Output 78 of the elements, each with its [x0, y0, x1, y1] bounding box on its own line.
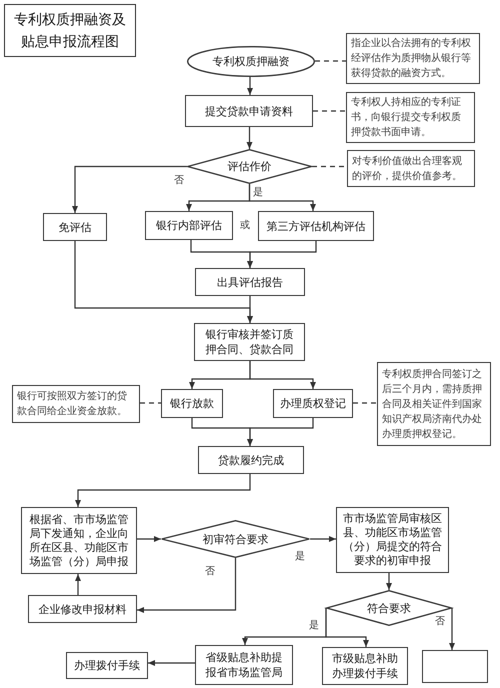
arrow: [72, 166, 187, 213]
decision-text: 初审符合要求: [202, 532, 268, 546]
process-box: [43, 213, 107, 241]
step-text: 第三方评估机构评估: [266, 218, 366, 234]
annotation-text: 或: [239, 220, 251, 232]
note-text: 对专利价值做出合理客观的评价，提供价值参考。: [352, 154, 463, 184]
edge-label: 是: [308, 620, 320, 632]
arrow: [75, 474, 251, 507]
process-box: [336, 507, 449, 573]
arrow: [247, 77, 253, 95]
arrow: [247, 418, 314, 446]
arrow: [325, 608, 369, 647]
arrow: [310, 536, 336, 542]
note-text: 银行可按照双方签订的贷款合同给企业资金放款。: [17, 390, 128, 419]
annotation-box: [346, 33, 480, 84]
annotation-box: [347, 150, 475, 187]
annotation-box: [377, 362, 491, 446]
decision-text: 评估作价: [228, 159, 272, 174]
step-text: 免评估: [58, 220, 92, 234]
arrow: [75, 574, 81, 595]
edge-label: 是: [294, 551, 306, 563]
process-box: [195, 268, 305, 296]
arrow: [249, 361, 316, 389]
arrow: [137, 558, 236, 613]
step-text: 市级贴息补助办理拨付手续: [331, 651, 399, 681]
note-text: 专利权人持相应的专利证书，向银行提交专利权质押贷款书面申请。: [351, 96, 462, 140]
step-text: 办理质权登记: [280, 396, 346, 411]
process-box: [21, 507, 137, 574]
edge-label: 否: [434, 616, 446, 628]
annotation-box: [346, 92, 475, 143]
arrow: [248, 184, 316, 211]
edge-label: 是: [252, 187, 264, 199]
step-text: 省级贴息补助提报省市场监管局: [204, 650, 284, 680]
step-text: 提交贷款申请资料: [205, 104, 293, 118]
step-text: 银行放款: [170, 396, 214, 411]
note-text: 指企业以合法拥有的专利权经评估作为质押物从银行等获得贷款的融资方式。: [351, 36, 472, 81]
process-box: [422, 650, 488, 683]
process-box: [273, 389, 353, 418]
process-box: [198, 446, 304, 474]
edge-label: 否: [173, 175, 185, 187]
arrow: [247, 296, 253, 323]
process-box: [195, 645, 293, 685]
process-box: [145, 211, 233, 240]
process-box: [322, 647, 408, 685]
step-text: 银行审核并签订质押合同、贷款合同: [204, 327, 294, 357]
step-text: 办理拨付手续: [74, 658, 140, 673]
note-text: 专利权质押合同签订之后三个月内，需持质押合同及相关证件到国家知识产权局济南代办处办理质押权登记。: [382, 368, 483, 442]
process-box: [161, 389, 223, 418]
arrow: [246, 127, 252, 149]
process-box: [185, 95, 313, 127]
step-text: 银行内部评估: [156, 218, 222, 233]
decision-text: 符合要求: [367, 600, 411, 616]
step-text: 企业修改申报材料: [38, 602, 126, 616]
step-text: 贷款履约完成: [218, 452, 284, 468]
step-text: 根据省、市市场监管局下发通知，企业向所在区县、功能区市场监管（分）局申报: [28, 512, 130, 568]
process-box: [66, 652, 148, 679]
decision-diamond: [326, 590, 452, 626]
arrow: [148, 660, 195, 666]
dashed-connector: [313, 110, 346, 112]
process-box: [28, 595, 137, 623]
start-ellipse: [187, 46, 315, 77]
process-box: [194, 323, 305, 361]
dashed-connector: [315, 60, 346, 62]
dashed-connector: [312, 166, 347, 168]
dashed-connector: [353, 402, 377, 404]
decision-diamond: [187, 149, 312, 184]
dashed-connector: [140, 402, 161, 404]
edge-label: 否: [204, 566, 216, 578]
step-text: 专利权质押融资: [212, 54, 290, 69]
arrow: [137, 536, 161, 542]
annotation-box: [12, 385, 140, 423]
step-text: 市市场监管局审核区县、功能区市场监管（分）局提交的符合要求的初审申报: [342, 512, 443, 568]
arrow: [386, 573, 392, 590]
diagram-title: 专利权质押融资及贴息申报流程图: [4, 4, 136, 57]
step-text: 出具评估报告: [217, 274, 283, 290]
process-box: [258, 211, 374, 241]
arrow: [449, 608, 455, 650]
arrow: [247, 241, 317, 268]
